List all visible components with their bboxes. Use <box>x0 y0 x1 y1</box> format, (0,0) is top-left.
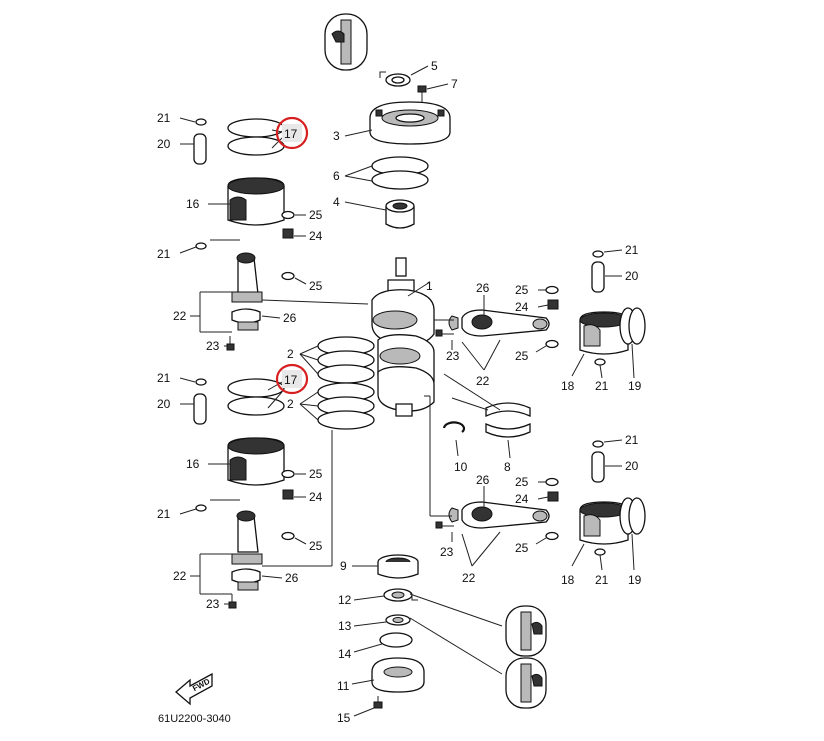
label-24c: 24 <box>515 300 529 314</box>
label-25e: 25 <box>515 283 529 297</box>
label-23b: 23 <box>206 597 220 611</box>
label-25h: 25 <box>515 541 529 555</box>
label-7: 7 <box>451 77 458 91</box>
bottom-detail-callouts <box>409 593 547 709</box>
label-21b: 21 <box>157 247 171 261</box>
label-16b: 16 <box>186 457 200 471</box>
label-25d: 25 <box>309 539 323 553</box>
top-detail-callout <box>324 13 386 78</box>
label-21a: 21 <box>157 111 171 125</box>
label-20c: 20 <box>625 269 639 283</box>
label-10: 10 <box>454 460 468 474</box>
part-1-crankshaft: 1 <box>371 257 435 417</box>
label-2a: 2 <box>287 347 294 361</box>
label-26a: 26 <box>283 311 297 325</box>
part-6-seal-rings: 6 <box>333 156 429 190</box>
label-26b: 26 <box>285 571 299 585</box>
part-12-oil-seal: 12 <box>338 588 413 607</box>
label-21f: 21 <box>595 379 609 393</box>
label-24d: 24 <box>515 492 529 506</box>
label-13: 13 <box>338 619 352 633</box>
label-8: 8 <box>504 460 511 474</box>
label-23a: 23 <box>206 339 220 353</box>
label-23d: 23 <box>440 545 454 559</box>
label-5: 5 <box>431 59 438 73</box>
label-12: 12 <box>338 593 352 607</box>
label-22d: 22 <box>462 571 476 585</box>
label-18a: 18 <box>561 379 575 393</box>
label-6: 6 <box>333 169 340 183</box>
label-14: 14 <box>338 647 352 661</box>
label-3: 3 <box>333 129 340 143</box>
highlight-circle-17b <box>275 363 309 395</box>
label-25a: 25 <box>309 208 323 222</box>
part-8-split-bearing: 8 <box>451 397 531 474</box>
label-19a: 19 <box>628 379 642 393</box>
left-upper-piston-group: 21 20 17 16 21 25 24 25 <box>157 111 369 353</box>
part-10-snap-ring: 10 <box>442 421 468 474</box>
label-20b: 20 <box>157 397 171 411</box>
highlight-circle-17a <box>275 116 309 150</box>
label-23c: 23 <box>446 349 460 363</box>
part-13-oil-seal: 13 <box>338 614 411 633</box>
label-22c: 22 <box>476 374 490 388</box>
right-lower-piston-group: 21 20 18 19 21 25 24 25 26 23 <box>424 395 646 587</box>
right-upper-piston-group: 21 20 18 19 21 25 24 25 26 <box>434 243 646 411</box>
label-21d: 21 <box>157 507 171 521</box>
label-25c: 25 <box>309 467 323 481</box>
part-9-ball-bearing: 9 <box>340 554 419 579</box>
label-21c: 21 <box>157 371 171 385</box>
part-11-lower-housing: 11 <box>337 657 425 693</box>
label-21e: 21 <box>625 243 639 257</box>
part-7-bolt: 7 <box>417 77 458 104</box>
label-24a: 24 <box>309 229 323 243</box>
label-26c: 26 <box>476 281 490 295</box>
label-16a: 16 <box>186 197 200 211</box>
label-21g: 21 <box>625 433 639 447</box>
label-1: 1 <box>426 279 433 293</box>
label-20d: 20 <box>625 459 639 473</box>
part-14-oring: 14 <box>338 632 413 661</box>
label-25b: 25 <box>309 279 323 293</box>
label-11: 11 <box>337 679 350 693</box>
label-24b: 24 <box>309 490 323 504</box>
label-21h: 21 <box>595 573 609 587</box>
part-5-oring: 5 <box>385 59 438 87</box>
label-25f: 25 <box>515 349 529 363</box>
part-3-bearing-housing: 3 <box>333 101 451 145</box>
label-2c: 2 <box>287 397 294 411</box>
label-17a: 17 <box>284 127 298 141</box>
left-lower-piston-group: 21 20 17 16 21 25 24 25 <box>157 363 333 611</box>
part-15-bolt: 15 <box>337 696 383 725</box>
label-4: 4 <box>333 195 340 209</box>
label-9: 9 <box>340 559 347 573</box>
label-22a: 22 <box>173 309 187 323</box>
part-2-ring-stack: 2 2 2 <box>287 336 375 430</box>
label-15: 15 <box>337 711 351 725</box>
part-4-bearing: 4 <box>333 195 415 229</box>
fwd-arrow: FWD <box>175 672 213 706</box>
diagram-code: 61U2200-3040 <box>158 713 231 725</box>
label-26d: 26 <box>476 473 490 487</box>
label-20a: 20 <box>157 137 171 151</box>
label-17b: 17 <box>284 373 298 387</box>
label-19b: 19 <box>628 573 642 587</box>
label-25g: 25 <box>515 475 529 489</box>
label-18b: 18 <box>561 573 575 587</box>
label-22b: 22 <box>173 569 187 583</box>
